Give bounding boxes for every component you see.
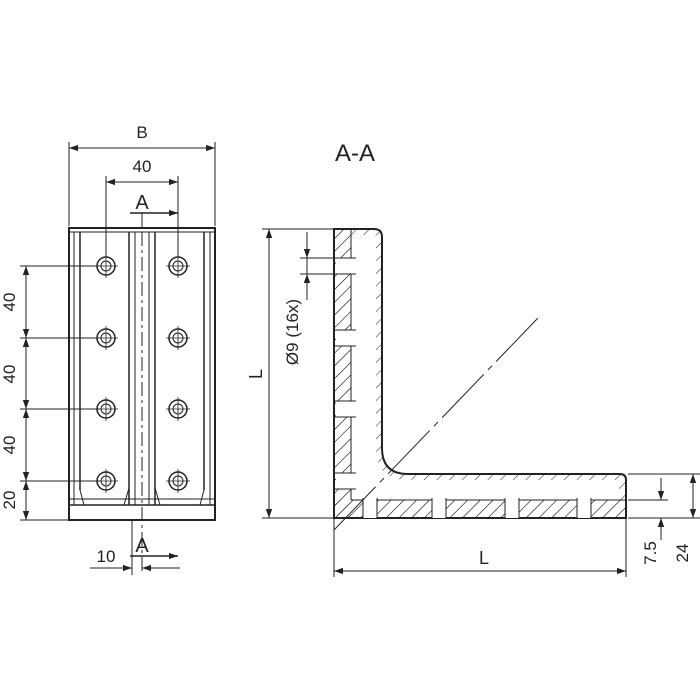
dimension-right: 7.5 24 (628, 473, 700, 565)
dim-hole-label: Ø9 (16x) (283, 299, 302, 365)
dim-l-vertical-label: L (246, 369, 266, 379)
dim-b-label: B (136, 123, 147, 142)
hole (166, 397, 190, 421)
dimension-hole-spacing: 40 (105, 157, 179, 256)
hole (166, 469, 190, 493)
dim-40-label: 40 (133, 157, 152, 176)
section-marker-bottom: A 10 (90, 520, 180, 575)
dim-l-horizontal-label: L (479, 548, 489, 568)
dim-vertical-4: 20 (0, 491, 19, 510)
section-holes-vertical (334, 257, 356, 490)
front-view: B 40 A A 10 (0, 123, 216, 575)
section-a-bottom-label: A (135, 535, 149, 557)
dim-vertical-3: 40 (0, 436, 19, 455)
section-view: A-A (246, 140, 700, 577)
dimension-b: B (68, 123, 216, 226)
hole (94, 326, 118, 350)
dimension-hole-diameter: Ø9 (16x) (283, 232, 336, 365)
dimension-l-horizontal: L (333, 518, 627, 577)
dim-7-5-label: 7.5 (641, 541, 660, 565)
vertical-dimensions: 40 40 40 20 (0, 265, 100, 521)
dim-10-label: 10 (97, 547, 116, 566)
section-a-top-label: A (135, 192, 149, 214)
dim-vertical-1: 40 (0, 293, 19, 312)
dim-24-label: 24 (673, 544, 692, 563)
section-marker-top: A (130, 192, 178, 228)
hole (166, 254, 190, 278)
dim-vertical-2: 40 (0, 365, 19, 384)
dimension-l-vertical: L (246, 228, 334, 519)
diagonal-centerline (333, 317, 539, 531)
section-holes-horizontal (362, 498, 592, 518)
section-title: A-A (335, 140, 375, 167)
hole (166, 326, 190, 350)
